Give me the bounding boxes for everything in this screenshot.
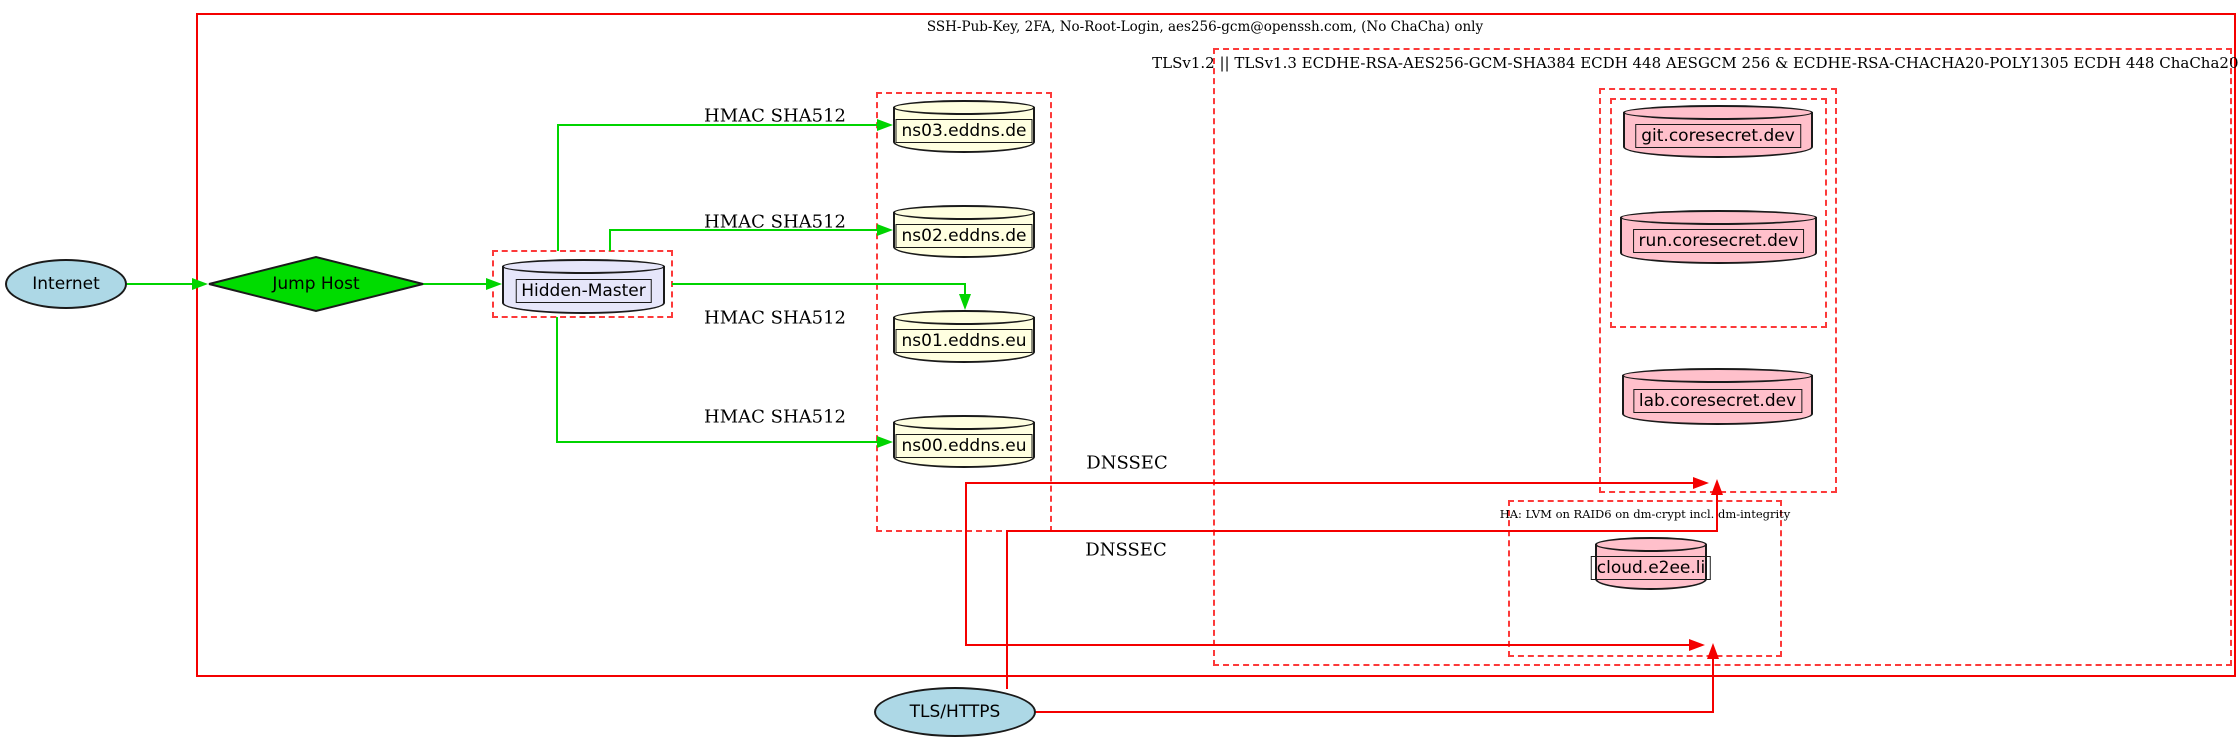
cloud-e2ee: cloud.e2ee.li [1590, 537, 1712, 590]
hiddenmaster-to-ns02-seg [609, 229, 878, 231]
ns-to-coresecret-dnssec-seg [965, 482, 967, 533]
tlshttps-to-ha-arrowhead [1706, 643, 1719, 659]
hiddenmaster-to-ns01-seg [672, 283, 966, 285]
ns-to-ha-dnssec-arrowhead [1689, 638, 1705, 651]
tls-https: TLS/HTTPS [874, 687, 1036, 737]
hiddenmaster-to-ns03-seg [557, 124, 878, 126]
hiddenmaster-to-ns02-seg [609, 229, 611, 251]
ns01-label: ns01.eddns.eu [895, 328, 1033, 353]
jump-host-label: Jump Host [272, 274, 360, 294]
ns03-cylinder-top [893, 100, 1035, 115]
ns00-cylinder-top [893, 415, 1035, 430]
run-coresecret-cylinder-body [1620, 217, 1817, 264]
internet-to-jumphost-seg [126, 283, 193, 285]
hiddenmaster-to-ns00-seg [556, 441, 878, 443]
ssh-cluster [196, 13, 2236, 677]
run-coresecret-label: run.coresecret.dev [1632, 229, 1805, 254]
hiddenmaster-to-ns02-arrowhead [877, 223, 893, 236]
tlshttps-to-coresecret-arrowhead [1710, 479, 1723, 495]
lab-coresecret: lab.coresecret.dev [1622, 368, 1813, 425]
hmac-label-3: HMAC SHA512 [703, 307, 847, 329]
dnssec-label-1: DNSSEC [1086, 452, 1168, 474]
ns03-label: ns03.eddns.de [895, 118, 1033, 143]
hidden-master: Hidden-Master [502, 259, 665, 314]
ns02-cylinder-top [893, 205, 1035, 220]
hiddenmaster-to-ns01-seg [964, 283, 966, 295]
tlshttps-to-ha-seg [1034, 711, 1714, 713]
hidden-master-label: Hidden-Master [515, 278, 652, 303]
dnssec-label-2: DNSSEC [1085, 539, 1167, 561]
hmac-label-4: HMAC SHA512 [703, 406, 847, 428]
internet-label: Internet [32, 274, 100, 294]
tlshttps-to-coresecret-seg [1006, 530, 1008, 689]
jumphost-to-hiddenmaster-arrowhead [486, 277, 502, 290]
ns-to-ha-dnssec-seg [965, 644, 1690, 646]
git-coresecret-label: git.coresecret.dev [1635, 123, 1801, 148]
jump-host-shape [208, 255, 424, 313]
run-coresecret-cylinder-top [1620, 210, 1817, 225]
ha-cluster-label: HA: LVM on RAID6 on dm-crypt incl. dm-in… [1499, 507, 1791, 521]
ns01: ns01.eddns.eu [893, 310, 1035, 363]
ns00-label: ns00.eddns.eu [895, 433, 1033, 458]
hiddenmaster-to-ns00-seg [556, 317, 558, 443]
tls-https-label: TLS/HTTPS [909, 702, 1001, 722]
ns03: ns03.eddns.de [893, 100, 1035, 153]
ns-cluster [876, 92, 1052, 532]
internet: Internet [5, 259, 127, 309]
ns-to-coresecret-dnssec-seg [965, 482, 1694, 484]
cloud-e2ee-cylinder-top [1595, 537, 1707, 552]
ns01-cylinder-top [893, 310, 1035, 325]
coresecret-inner-cluster [1610, 98, 1827, 328]
lab-coresecret-label: lab.coresecret.dev [1632, 389, 1803, 414]
ns-to-ha-dnssec-seg [965, 531, 967, 646]
hidden-master-cylinder-top [502, 259, 665, 274]
lab-coresecret-cylinder-body [1622, 375, 1813, 425]
ha-cluster [1508, 500, 1782, 657]
ns02-cylinder-body [893, 212, 1035, 258]
hmac-label-1: HMAC SHA512 [703, 105, 847, 127]
run-coresecret: run.coresecret.dev [1620, 210, 1817, 264]
git-coresecret: git.coresecret.dev [1623, 105, 1813, 158]
git-coresecret-cylinder-top [1623, 105, 1813, 120]
internet-to-jumphost-arrowhead [192, 277, 208, 290]
tlshttps-to-coresecret-seg [1006, 530, 1718, 532]
hiddenmaster-to-ns03-arrowhead [877, 118, 893, 131]
tlshttps-to-coresecret-seg [1716, 494, 1718, 532]
tls-cluster-label: TLSv1.2 || TLSv1.3 ECDHE-RSA-AES256-GCM-… [1152, 54, 2240, 72]
ns-to-coresecret-dnssec-arrowhead [1693, 476, 1709, 489]
jump-host: Jump Host [208, 255, 424, 313]
cloud-e2ee-label: cloud.e2ee.li [1590, 555, 1712, 580]
lab-coresecret-cylinder-top [1622, 368, 1813, 383]
hiddenmaster-to-ns00-arrowhead [877, 435, 893, 448]
ns00: ns00.eddns.eu [893, 415, 1035, 468]
ns02: ns02.eddns.de [893, 205, 1035, 258]
hiddenmaster-to-ns03-seg [557, 124, 559, 251]
hiddenmaster-to-ns01-arrowhead [958, 294, 971, 310]
jumphost-to-hiddenmaster-seg [423, 283, 487, 285]
hidden-master-cylinder-body [502, 266, 665, 314]
tlshttps-to-ha-seg [1712, 658, 1714, 713]
hmac-label-2: HMAC SHA512 [703, 211, 847, 233]
ns02-label: ns02.eddns.de [895, 223, 1033, 248]
ssh-cluster-label: SSH-Pub-Key, 2FA, No-Root-Login, aes256-… [926, 19, 1484, 35]
tls-cluster [1213, 48, 2232, 666]
